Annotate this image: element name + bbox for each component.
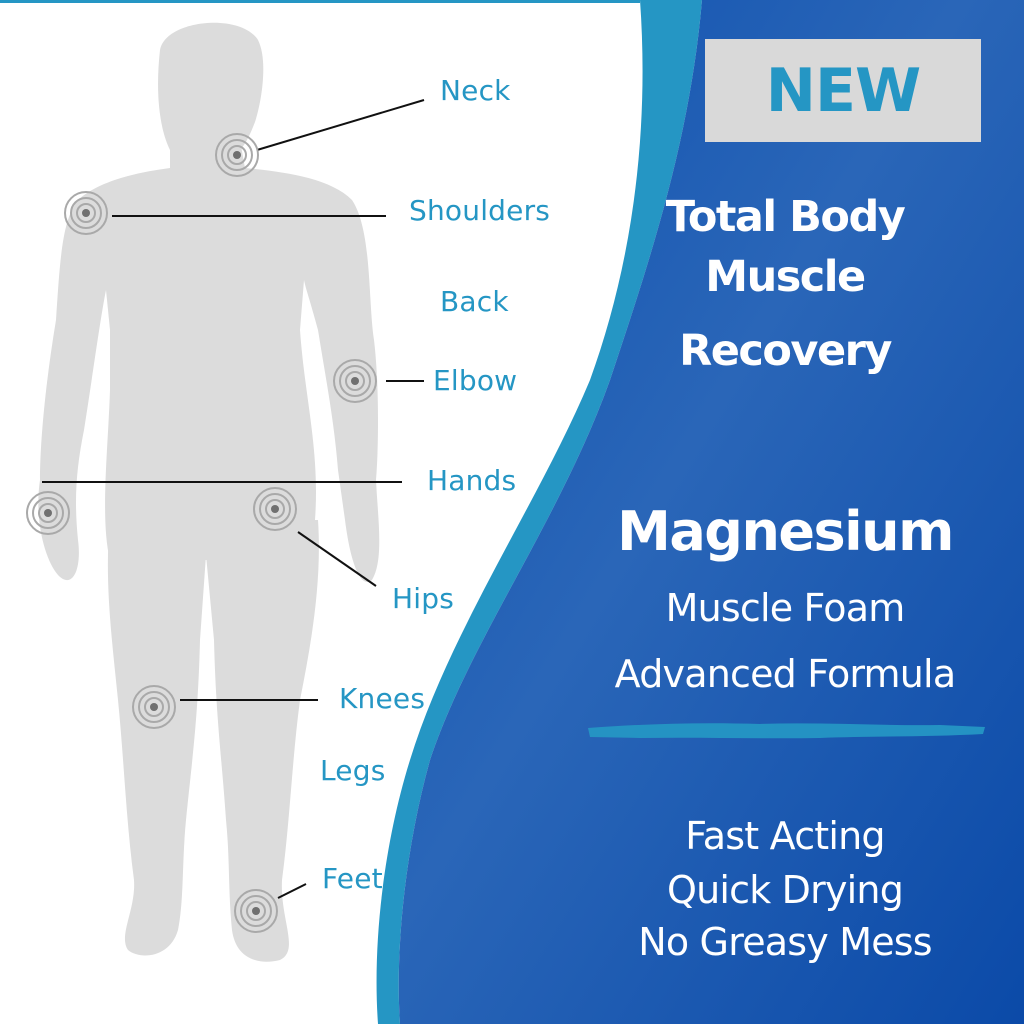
label-elbow: Elbow bbox=[433, 364, 518, 397]
new-badge-label: NEW bbox=[765, 55, 921, 126]
target-icon-elbow bbox=[333, 359, 377, 403]
label-legs: Legs bbox=[320, 754, 386, 787]
target-icon-hip bbox=[253, 487, 297, 531]
target-icon-knee bbox=[132, 685, 176, 729]
label-hands: Hands bbox=[427, 464, 517, 497]
label-shoulders: Shoulders bbox=[409, 194, 551, 227]
headline-line-2: Muscle bbox=[705, 252, 866, 302]
label-neck: Neck bbox=[440, 74, 511, 107]
product-line-1: Muscle Foam bbox=[665, 586, 906, 630]
target-icon-shoulder bbox=[64, 191, 108, 235]
label-back: Back bbox=[440, 285, 509, 318]
pain-point-markers bbox=[26, 133, 377, 933]
product-name: Magnesium bbox=[617, 500, 954, 563]
brush-underline bbox=[588, 723, 985, 739]
feature-1: Fast Acting bbox=[685, 814, 885, 858]
leader-lines bbox=[42, 99, 425, 899]
product-line-2: Advanced Formula bbox=[614, 652, 956, 696]
label-hips: Hips bbox=[392, 582, 454, 615]
new-badge: NEW bbox=[705, 39, 981, 142]
feature-3: No Greasy Mess bbox=[638, 920, 932, 964]
headline-line-3: Recovery bbox=[679, 326, 892, 376]
target-icon-neck bbox=[215, 133, 259, 177]
target-icon-foot bbox=[234, 889, 278, 933]
label-feet: Feet bbox=[322, 862, 383, 895]
wave-panel-dark bbox=[398, 0, 1024, 1024]
wave-band-light bbox=[376, 0, 702, 1024]
label-knees: Knees bbox=[339, 682, 426, 715]
feature-2: Quick Drying bbox=[666, 868, 904, 912]
headline-line-1: Total Body bbox=[665, 192, 906, 242]
target-icon-hand bbox=[26, 491, 70, 535]
top-accent-strip bbox=[0, 0, 640, 3]
body-silhouette bbox=[38, 22, 380, 962]
